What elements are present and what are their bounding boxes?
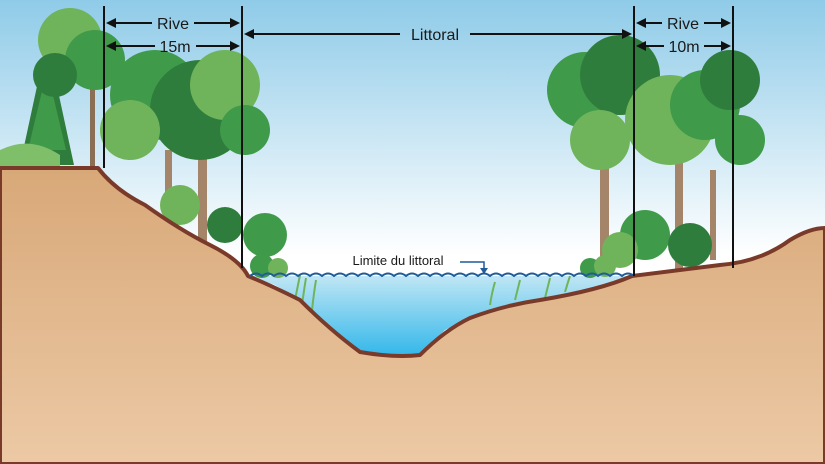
right-width-label: 10m <box>668 39 699 56</box>
right-rive-label: Rive <box>667 16 699 33</box>
boundary-lines <box>103 6 734 276</box>
water-surface-line <box>249 272 635 278</box>
littoral-limit-label: Limite du littoral <box>352 253 443 268</box>
left-shore-bushes <box>250 254 616 278</box>
right-forest <box>547 35 765 270</box>
left-width-label: 15m <box>159 39 190 56</box>
left-rive-label: Rive <box>157 16 189 33</box>
dimension-arrows <box>106 18 731 274</box>
ground-profile <box>0 166 825 464</box>
littoral-label: Littoral <box>411 27 459 44</box>
